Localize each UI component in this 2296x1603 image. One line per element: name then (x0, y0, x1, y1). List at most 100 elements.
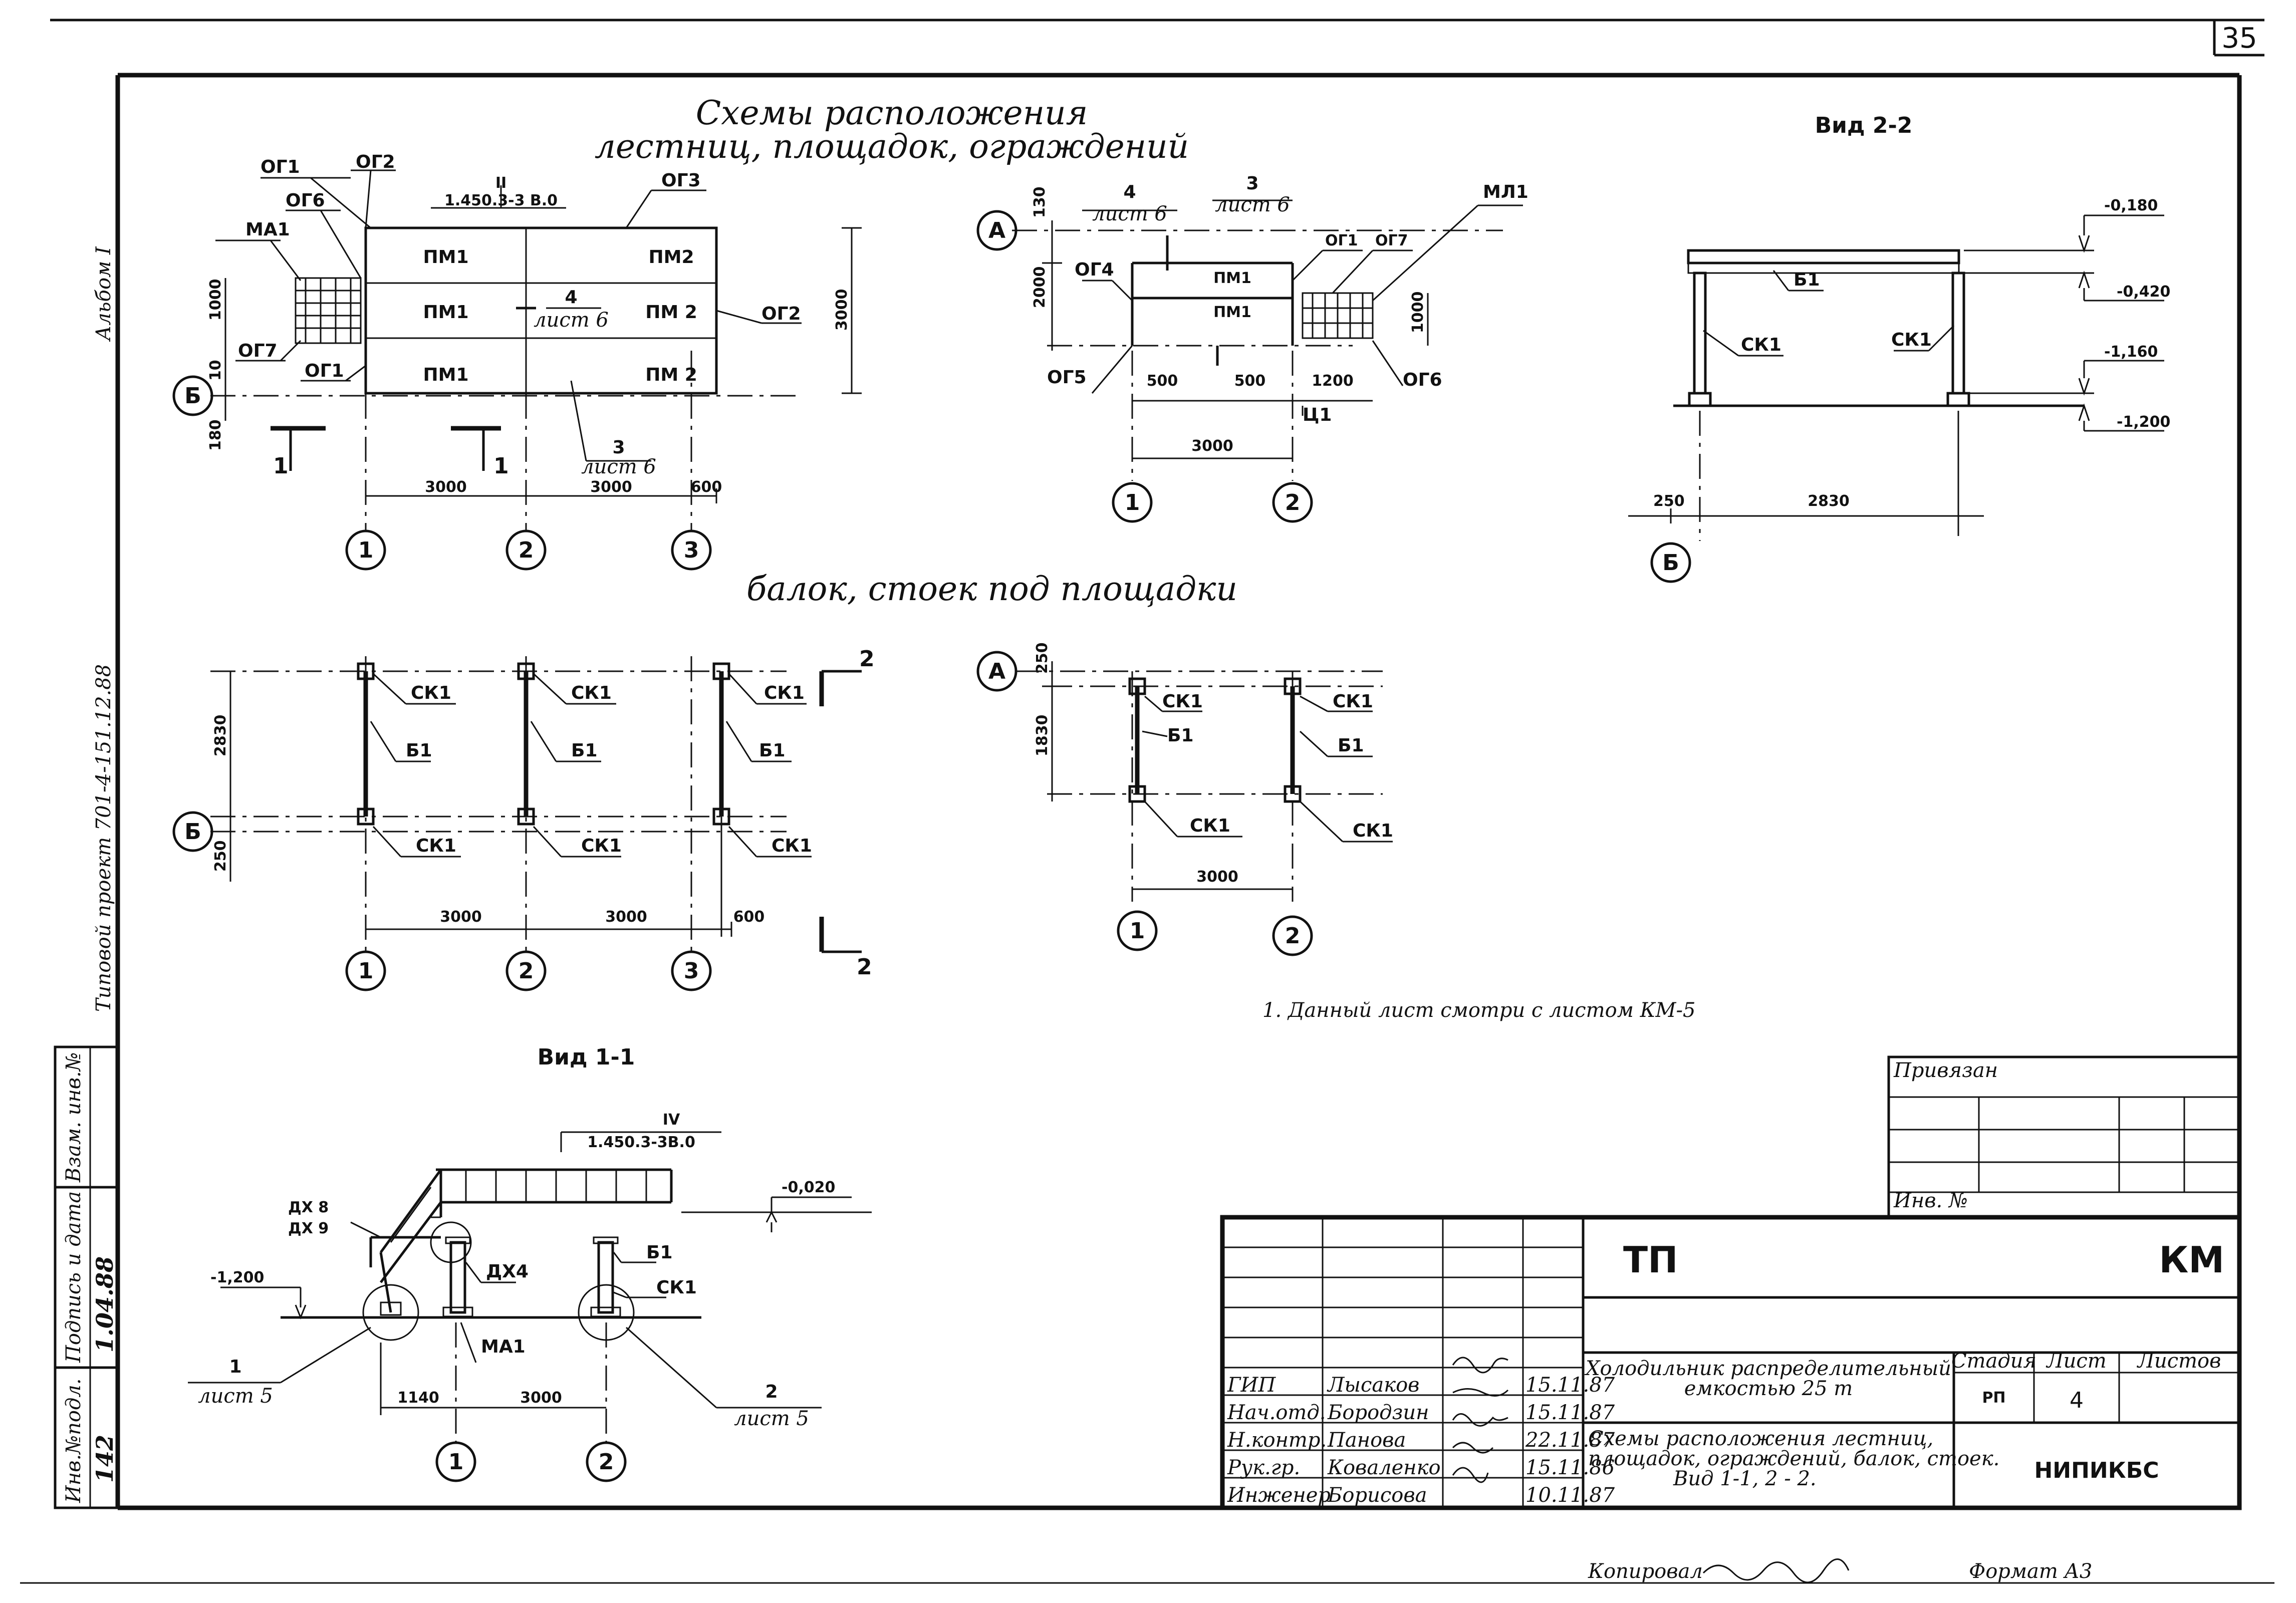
dim-130: 130 (1031, 186, 1049, 218)
tb-name-4: Борисова (1327, 1484, 1427, 1507)
tb-stage: РП (1982, 1389, 2005, 1407)
bl-ck1-6: СК1 (772, 836, 812, 856)
note-text: 1. Данный лист смотри с листом КМ-5 (1262, 999, 1695, 1022)
beams-left-text: СК1 СК1 СК1 Б1 Б1 Б1 СК1 СК1 СК1 2830 25… (184, 646, 874, 984)
bm-b1-1: Б1 (1167, 725, 1194, 746)
bl-section-bottom: 2 (857, 954, 872, 980)
mark-og1-bottom: ОГ1 (305, 361, 344, 381)
plan-mid-text: А 130 2000 4 лист 6 3 лист 6 МЛ1 ОГ1 ОГ7… (988, 173, 1528, 515)
section-mark-right: 1 (493, 453, 509, 479)
tb-role-0: ГИП (1227, 1374, 1276, 1397)
bl-ck1-3: СК1 (764, 683, 805, 703)
bm-ck1-1: СК1 (1162, 691, 1203, 712)
tb-inv-no: Инв. № (1893, 1189, 1968, 1212)
bl-axis-2: 2 (519, 958, 534, 984)
tb-code-left: ТП (1623, 1239, 1678, 1281)
callout-3-sheet: лист 6 (581, 455, 656, 478)
ref-roman: II (495, 174, 506, 192)
view-2-2 (1628, 214, 2164, 583)
bm-ck1-3: СК1 (1190, 816, 1230, 836)
sheet-number: 35 (2221, 22, 2257, 55)
tb-role-4: Инженер (1227, 1484, 1331, 1507)
bm-dim-3000: 3000 (1196, 868, 1238, 886)
tb-date-2: 22.11.87 (1525, 1429, 1615, 1452)
dim-left-10: 10 (207, 360, 224, 381)
footer-format: Формат А3 (1969, 1560, 2092, 1583)
v11-callout-2-sheet: лист 5 (734, 1407, 809, 1430)
mid-dim-1000: 1000 (1409, 292, 1427, 334)
v11-axis-1: 1 (448, 1449, 464, 1475)
tb-sheet: 4 (2070, 1388, 2084, 1413)
v11-ref-roman: IV (663, 1111, 680, 1129)
title-view-1-1: Вид 1-1 (538, 1044, 635, 1070)
mid-callout-3-num: 3 (1246, 173, 1258, 194)
tb-code-right: КМ (2159, 1239, 2225, 1281)
bl-dim-2830: 2830 (212, 715, 229, 757)
dim-right-3000: 3000 (833, 289, 851, 331)
beams-mid (976, 651, 1393, 956)
tb-org: НИПИКБС (2034, 1458, 2159, 1483)
bl-section-top: 2 (859, 646, 875, 672)
dim-bottom-3000-a: 3000 (425, 478, 467, 496)
tb-role-1: Нач.отд. (1227, 1401, 1326, 1424)
bm-axis-1: 1 (1130, 918, 1145, 944)
tb-date-4: 10.11.87 (1525, 1484, 1615, 1507)
cell-pm2-b: ПМ 2 (645, 302, 697, 323)
v22-ck-right: СК1 (1891, 330, 1932, 350)
axis-a-mid: А (988, 218, 1005, 243)
v11-callout-1-num: 1 (229, 1357, 241, 1377)
v22-ck-left: СК1 (1741, 335, 1781, 355)
callout-4-num: 4 (565, 287, 577, 308)
sign-date-label: Подпись и дата (62, 1191, 85, 1363)
bm-ck1-2: СК1 (1333, 691, 1373, 712)
tb-sheet-line2: площадок, ограждений, балок, стоек. (1588, 1447, 1999, 1470)
tb-privyazan: Привязан (1893, 1059, 1998, 1082)
mark-og3: ОГ3 (661, 170, 701, 191)
tb-name-1: Бородзин (1327, 1401, 1429, 1424)
mid-mark-og1: ОГ1 (1325, 232, 1358, 249)
bl-ck1-5: СК1 (581, 836, 622, 856)
axis-1-left: 1 (358, 538, 374, 563)
mid-mark-c1: Ц1 (1303, 405, 1332, 425)
bl-axis-3: 3 (684, 958, 699, 984)
v11-dx8: ДХ 8 (288, 1199, 329, 1216)
tb-name-3: Коваленко (1327, 1456, 1441, 1479)
bl-b1-1: Б1 (406, 740, 432, 761)
bl-axis-1: 1 (358, 958, 374, 984)
bm-b1-2: Б1 (1338, 735, 1364, 756)
v11-axis-2: 2 (599, 1449, 614, 1475)
dim-bottom-3000-b: 3000 (590, 478, 632, 496)
sign-date-value: 1.04.88 (91, 1256, 118, 1353)
side-stamp: Инв.№подл. 142 Подпись и дата 1.04.88 Вз… (54, 1045, 119, 1509)
tb-object-line2: емкостью 25 т (1684, 1377, 1853, 1400)
tb-sheet-line1: Схемы расположения лестниц, (1588, 1427, 1933, 1450)
view-1-1-text: IV 1.450.3-3В.0 -0,020 -1,200 ДХ 8 ДХ 9 … (198, 1111, 835, 1475)
plan-left-text: ОГ1 ОГ2 ОГ3 ОГ6 МА1 ОГ7 ОГ1 ОГ2 II 1.450… (184, 152, 851, 563)
v22-dim-2830: 2830 (1808, 492, 1850, 510)
dim-bottom-600: 600 (691, 478, 722, 496)
v11-dim-1140: 1140 (397, 1389, 439, 1407)
tb-hdr-stage: Стадия (1951, 1350, 2036, 1373)
tb-role-3: Рук.гр. (1227, 1456, 1300, 1479)
bl-ck1-4: СК1 (416, 836, 456, 856)
callout-4-sheet: лист 6 (534, 309, 609, 332)
v22-b1: Б1 (1794, 270, 1820, 290)
mid-mark-og4: ОГ4 (1075, 259, 1114, 280)
mark-og6: ОГ6 (286, 190, 325, 211)
v11-ma1: МА1 (481, 1337, 526, 1357)
v11-b1: Б1 (646, 1242, 673, 1263)
mid-callout-3-sheet: лист 6 (1215, 193, 1290, 216)
tb-date-3: 15.11.86 (1525, 1456, 1615, 1479)
ref-series: 1.450.3-3 В.0 (444, 192, 558, 209)
bl-b1-3: Б1 (759, 740, 786, 761)
tb-name-2: Панова (1327, 1429, 1406, 1452)
level-1200: -1,200 (2117, 413, 2170, 431)
cell-pm1-b: ПМ1 (423, 302, 468, 323)
mid-dim-1200: 1200 (1312, 372, 1354, 390)
bm-axis-a: А (988, 659, 1005, 684)
title-view-2-2: Вид 2-2 (1815, 113, 1913, 138)
title-beams: балок, стоек под площадки (746, 570, 1237, 608)
mark-og2-top: ОГ2 (356, 152, 395, 172)
mark-og7: ОГ7 (238, 341, 278, 361)
